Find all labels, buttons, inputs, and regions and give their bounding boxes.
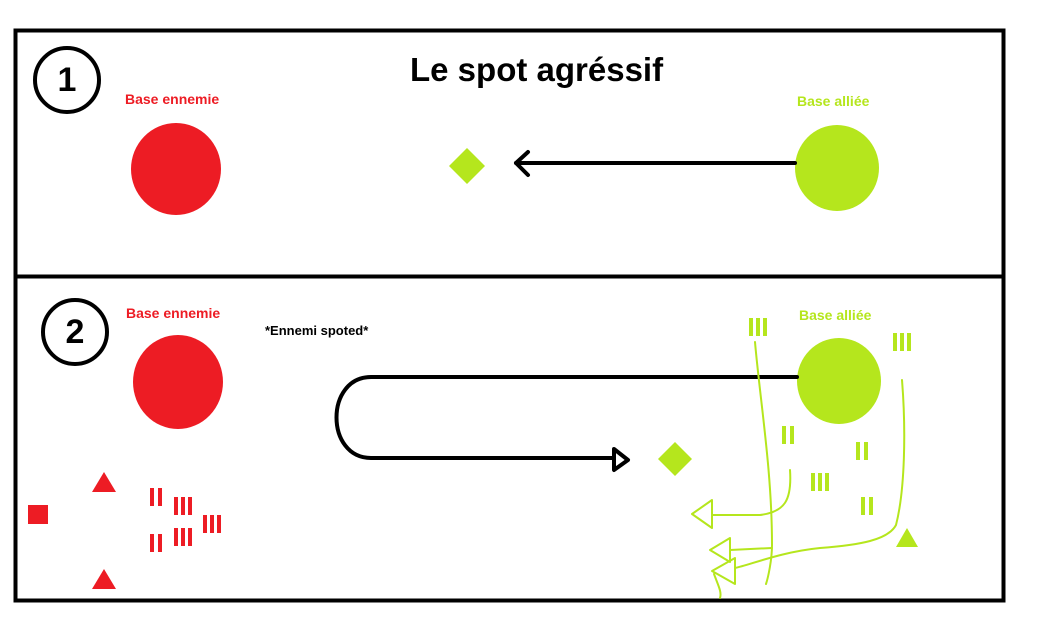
enemy-triangle-unit <box>92 472 116 492</box>
ally-base-label-1: Base alliée <box>797 93 870 109</box>
enemy-triple-bars <box>174 528 192 546</box>
ally-double-bars <box>856 442 868 460</box>
ally-triangle-unit <box>896 528 918 547</box>
enemy-triple-bars <box>174 497 192 515</box>
ally-movement-paths <box>691 341 906 599</box>
enemy-double-bars <box>150 534 162 552</box>
ally-triple-bars <box>893 333 911 351</box>
scout-return-arrow <box>334 375 799 472</box>
ally-base-label-2: Base alliée <box>799 307 872 323</box>
ally-units <box>749 318 918 547</box>
ally-double-bars <box>861 497 873 515</box>
enemy-triangle-unit <box>92 569 116 589</box>
enemy-triple-bars <box>203 515 221 533</box>
ally-triple-bars <box>811 473 829 491</box>
page-title: Le spot agréssif <box>410 51 664 88</box>
scout-diamond-1 <box>449 148 485 184</box>
ally-triple-bars <box>749 318 767 336</box>
scout-arrow-1 <box>514 150 797 177</box>
step-number-2: 2 <box>41 298 109 366</box>
enemy-double-bars <box>150 488 162 506</box>
enemy-square-unit <box>28 505 48 524</box>
panel-2-frame <box>13 274 1006 603</box>
enemy-base-circle-2 <box>133 335 223 429</box>
spotted-note: *Ennemi spoted* <box>265 323 369 338</box>
ally-base-circle-1 <box>795 125 879 211</box>
scout-diamond-2 <box>658 442 692 476</box>
ally-double-bars <box>782 426 794 444</box>
enemy-base-label-1: Base ennemie <box>125 91 220 107</box>
ally-base-circle-2 <box>797 338 881 424</box>
enemy-base-circle-1 <box>131 123 221 215</box>
enemy-units <box>28 472 221 589</box>
step-number-1: 1 <box>33 46 101 114</box>
enemy-base-label-2: Base ennemie <box>126 305 221 321</box>
